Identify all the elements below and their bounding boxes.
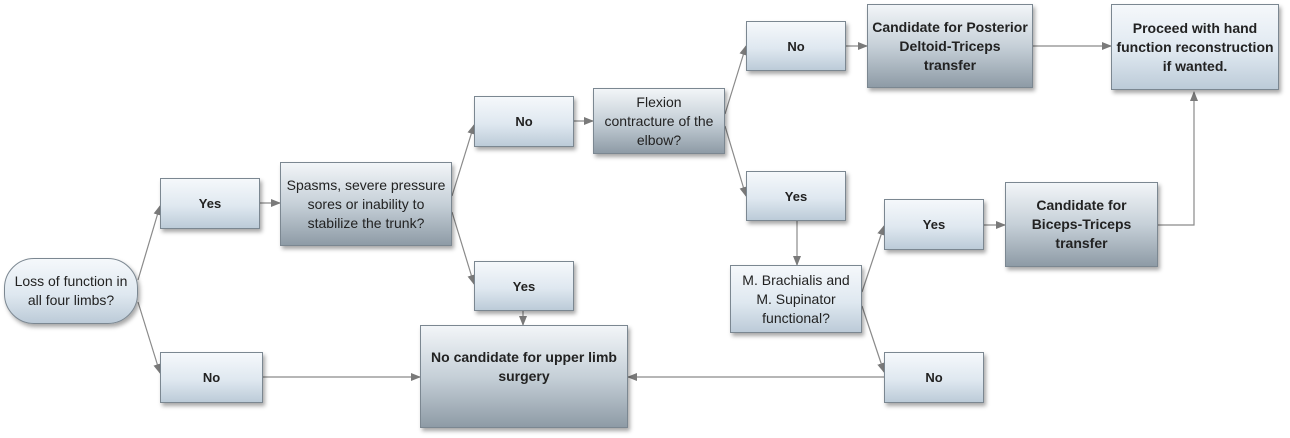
yes-answer-node: Yes (160, 178, 260, 229)
no-answer-node: No (474, 96, 574, 147)
no-answer-node: No (884, 352, 984, 403)
brachialis-question-node: M. Brachialis and M. Supinator functiona… (730, 265, 862, 333)
arrow-flexion-to-no (724, 45, 748, 115)
arrow-loss-to-no (137, 301, 162, 374)
yes-answer-node: Yes (884, 199, 984, 250)
arrow-brachialis-to-no (861, 305, 885, 373)
arrow-loss-to-yes (137, 205, 162, 281)
arrow-flexion-to-yes (724, 125, 748, 197)
posterior-deltoid-candidate-node: Candidate for Posterior Deltoid-Triceps … (867, 4, 1033, 88)
flexion-question-node: Flexion contracture of the elbow? (593, 88, 725, 154)
arrow-brachialis-to-yes (861, 225, 885, 293)
no-answer-node: No (160, 352, 263, 403)
hand-function-node: Proceed with hand function reconstructio… (1111, 4, 1279, 90)
arrow-spasms-to-no (451, 124, 476, 197)
yes-answer-node: Yes (746, 171, 846, 221)
spasms-question-node: Spasms, severe pressure sores or inabili… (280, 162, 452, 246)
no-candidate-node: No candidate for upper limb surgery (420, 325, 628, 428)
no-answer-node: No (746, 21, 846, 71)
loss-of-function-node: Loss of function in all four limbs? (4, 258, 138, 324)
arrow-spasms-to-yes (451, 211, 476, 285)
arrow-biceps-to-hand (1158, 91, 1198, 226)
yes-answer-node: Yes (474, 261, 574, 311)
biceps-triceps-candidate-node: Candidate for Biceps-Triceps transfer (1005, 182, 1158, 267)
